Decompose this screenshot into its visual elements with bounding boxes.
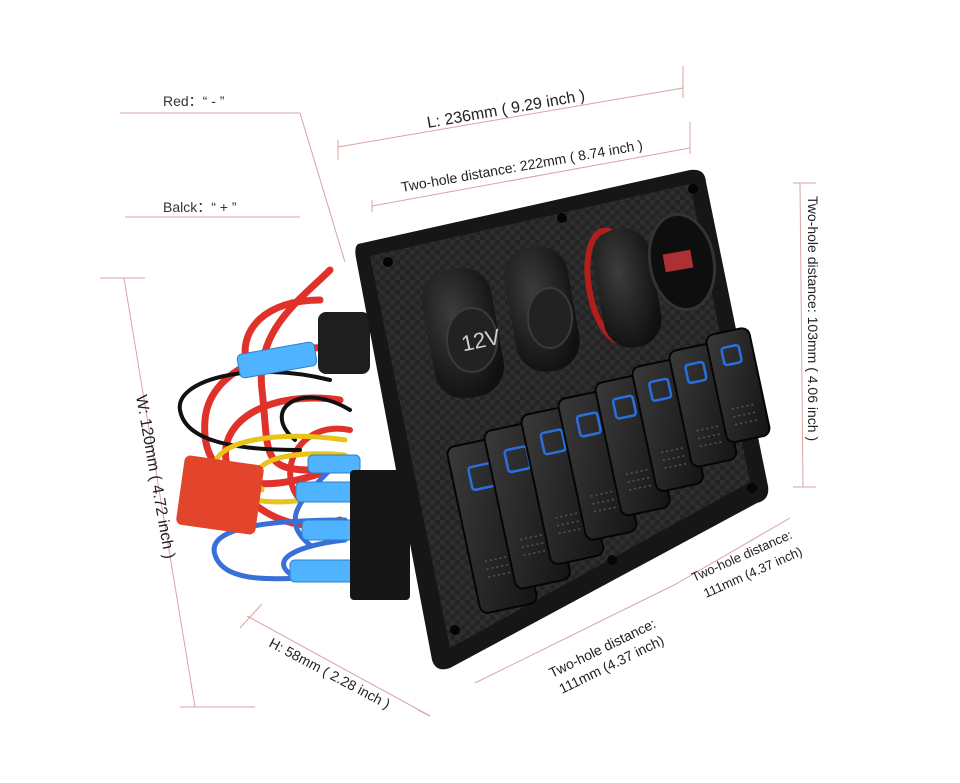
switch-dots	[733, 411, 756, 418]
switch-dots	[731, 403, 754, 410]
socket-usb-red-ring	[584, 227, 662, 348]
mounting-hole	[688, 184, 698, 194]
fuse-block	[176, 455, 264, 535]
switch-dots	[699, 440, 723, 448]
rocker-switch[interactable]	[631, 358, 704, 492]
switch-dots	[629, 484, 654, 491]
switch-indicator-icon	[611, 394, 638, 420]
switch-dots	[662, 454, 687, 462]
length-label: L: 236mm ( 9.29 inch )	[426, 87, 587, 132]
rocker-switch-row	[446, 327, 771, 614]
mounting-hole	[557, 213, 567, 223]
switch-dots	[593, 505, 620, 513]
red-wire-label: Red：“ - ”	[163, 93, 225, 109]
two-hole-top-label: Two-hole distance: 222mm ( 8.74 inch )	[400, 137, 644, 195]
black-wire-label: Balck：“ + ”	[163, 199, 237, 215]
switch-dots	[696, 425, 720, 432]
mounting-hole	[607, 555, 617, 565]
switch-dots	[734, 419, 757, 426]
width-label: W: 120mm ( 4.72 inch )	[132, 394, 178, 560]
switch-indicator-icon	[539, 428, 567, 456]
switch-indicator-icon	[648, 377, 673, 402]
switch-dots	[592, 497, 618, 505]
switch-dots	[664, 462, 689, 469]
switch-indicator-icon	[575, 411, 602, 438]
socket-usb	[504, 246, 580, 372]
switch-indicator-icon	[720, 343, 743, 367]
socket-12v: 12V	[421, 267, 505, 399]
rocker-switch[interactable]	[594, 374, 671, 517]
switch-dots	[698, 433, 721, 440]
switch-dots	[625, 468, 651, 476]
switch-indicator-icon	[684, 360, 708, 385]
switch-dots	[627, 476, 653, 483]
switch-dots	[590, 489, 617, 497]
mounting-hole	[747, 483, 757, 493]
mounting-hole	[450, 625, 460, 635]
dimension-lines	[100, 66, 816, 717]
height-label: H: 58mm ( 2.28 inch )	[267, 635, 393, 712]
mounting-hole	[383, 257, 393, 267]
rocker-switch[interactable]	[705, 327, 771, 444]
two-hole-right-label: Two-hole distance: 103mm ( 4.06 inch )	[805, 196, 821, 441]
voltmeter	[647, 212, 717, 312]
switch-dots	[661, 446, 685, 454]
crimp-connectors	[236, 341, 361, 583]
socket-rear-barrel	[318, 312, 370, 374]
